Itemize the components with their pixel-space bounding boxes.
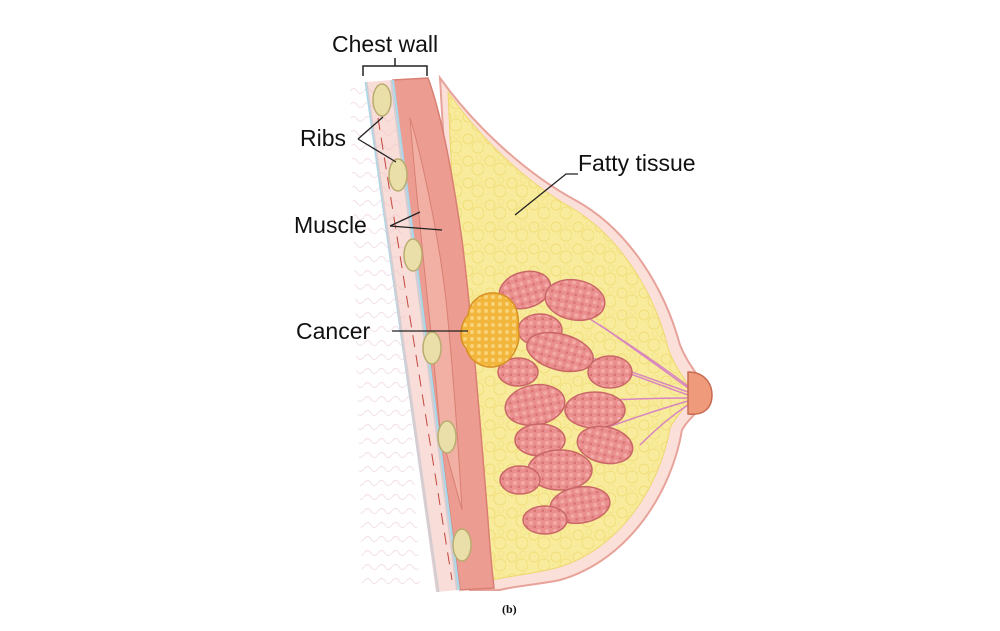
chest-muscle-inner [409, 117, 463, 511]
lobule [522, 505, 568, 535]
label-cancer: Cancer [296, 318, 371, 344]
glandular-lobules [497, 270, 634, 535]
leader-lines [357, 116, 578, 332]
intercostal-vessel [377, 117, 453, 581]
lobule [497, 357, 539, 387]
lobule [576, 425, 634, 465]
lobule [499, 465, 541, 495]
chest-wall-bracket [362, 58, 428, 76]
figure-caption: (b) [502, 602, 517, 616]
rib-1 [372, 83, 392, 117]
muscle-leader-2 [389, 225, 443, 231]
nipple [687, 371, 713, 415]
label-chest-wall: Chest wall [332, 31, 439, 57]
fatty-tissue-leader [514, 173, 578, 216]
rib-6 [452, 528, 472, 562]
label-muscle: Muscle [294, 212, 367, 238]
lobule [564, 391, 626, 429]
posterior-tissue [350, 80, 420, 592]
rib-4 [422, 331, 442, 365]
lobule [526, 331, 594, 373]
rib-5 [437, 420, 457, 454]
ribs [372, 83, 472, 562]
label-ribs: Ribs [300, 125, 347, 151]
rib-2 [388, 158, 408, 192]
cancer-tumor [460, 292, 520, 368]
label-fatty-tissue: Fatty tissue [578, 150, 696, 176]
lobule [587, 355, 633, 389]
muscle-leader-1 [389, 211, 421, 227]
rib-column [366, 80, 458, 592]
ribs-leader-1 [357, 116, 384, 140]
lobule [544, 278, 606, 322]
rib-3 [403, 238, 423, 272]
ribs-leader-2 [357, 138, 397, 163]
